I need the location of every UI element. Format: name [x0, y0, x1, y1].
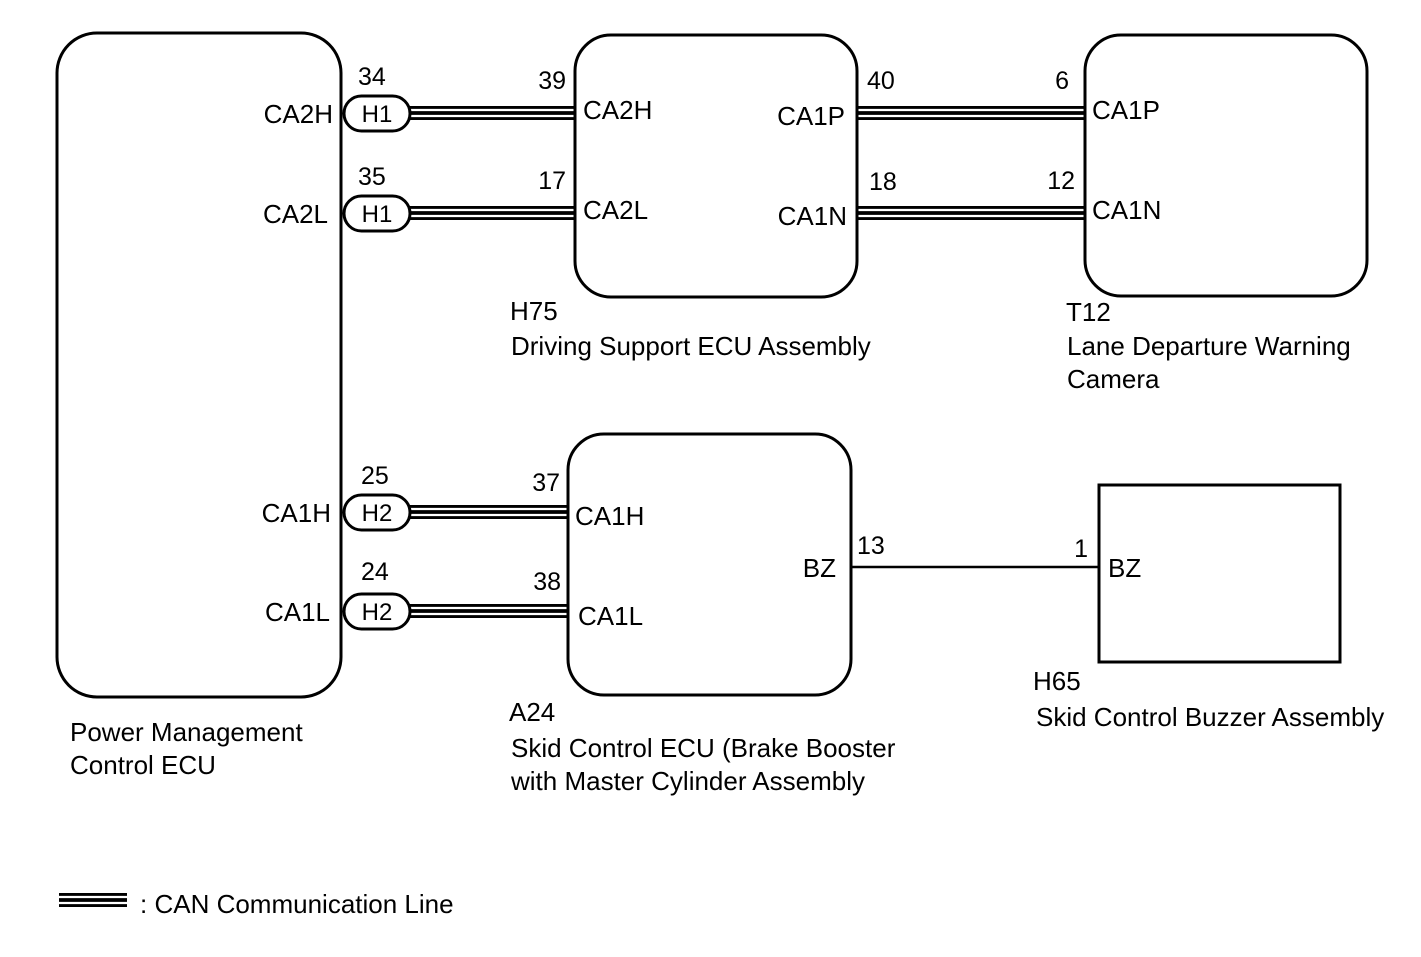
pin-number: 24: [361, 558, 389, 586]
can-line-ca2h-pmc-dsecu: [408, 106, 575, 120]
connector-label: H1: [362, 101, 393, 128]
ldw-pin-ca1p: CA1P: [1092, 95, 1160, 125]
dsecu-name: Driving Support ECU Assembly: [511, 331, 871, 361]
pin-number: 37: [532, 469, 560, 497]
dsecu-pin-ca2h: CA2H: [583, 95, 652, 125]
ldw-code: T12: [1066, 297, 1111, 327]
connector-h1-ca2h: H1: [342, 94, 412, 133]
pmc-pin-ca1h: CA1H: [262, 498, 331, 528]
pin-number: 18: [869, 168, 897, 196]
pin-number: 38: [533, 568, 561, 596]
connector-h2-ca1l: H2: [342, 592, 412, 631]
power-management-ecu-box: [55, 31, 343, 699]
ldw-pin-ca1n: CA1N: [1092, 195, 1161, 225]
dsecu-pin-ca2l: CA2L: [583, 195, 648, 225]
skid-pin-bz: BZ: [803, 553, 836, 583]
skid-pin-ca1l: CA1L: [578, 601, 643, 631]
dsecu-pin-ca1p: CA1P: [777, 101, 845, 131]
can-line-ca1p-dsecu-ldw: [857, 106, 1085, 120]
connector-label: H1: [362, 201, 393, 228]
legend-can-line-symbol: [59, 893, 127, 907]
pin-number: 25: [361, 462, 389, 490]
pmc-name-line1: Power Management: [70, 717, 303, 747]
skid-name-line2: with Master Cylinder Assembly: [510, 766, 865, 796]
pin-number: 6: [1055, 67, 1069, 95]
can-line-ca1l-pmc-skid: [408, 604, 568, 618]
pin-number: 35: [358, 163, 386, 191]
pmc-pin-ca1l: CA1L: [265, 597, 330, 627]
legend-text: : CAN Communication Line: [140, 889, 454, 919]
buzzer-pin-bz: BZ: [1108, 553, 1141, 583]
pin-number: 34: [358, 63, 386, 91]
buzzer-name: Skid Control Buzzer Assembly: [1036, 702, 1384, 732]
lane-departure-camera-box: [1083, 33, 1369, 298]
pin-number: 13: [857, 532, 885, 560]
connector-label: H2: [362, 500, 393, 527]
driving-support-ecu-box: [573, 33, 859, 299]
dsecu-pin-ca1n: CA1N: [778, 201, 847, 231]
skid-code: A24: [509, 697, 555, 727]
pin-number: 40: [867, 67, 895, 95]
can-line-ca1n-dsecu-ldw: [857, 206, 1085, 220]
ldw-name-line1: Lane Departure Warning: [1067, 331, 1351, 361]
can-line-ca2l-pmc-dsecu: [408, 206, 575, 220]
ldw-name-line2: Camera: [1067, 364, 1160, 394]
connector-label: H2: [362, 599, 393, 626]
skid-name-line1: Skid Control ECU (Brake Booster: [511, 733, 896, 763]
buzzer-code: H65: [1033, 666, 1081, 696]
pin-number: 12: [1047, 167, 1075, 195]
skid-control-buzzer-box: [1097, 483, 1342, 664]
pin-number: 39: [538, 67, 566, 95]
pmc-pin-ca2l: CA2L: [263, 199, 328, 229]
pmc-name-line2: Control ECU: [70, 750, 216, 780]
connector-h1-ca2l: H1: [342, 194, 412, 233]
pin-number: 17: [538, 167, 566, 195]
skid-pin-ca1h: CA1H: [575, 501, 644, 531]
can-line-ca1h-pmc-skid: [408, 505, 568, 519]
skid-control-ecu-box: [566, 432, 853, 697]
connector-h2-ca1h: H2: [342, 493, 412, 532]
dsecu-code: H75: [510, 296, 558, 326]
pin-number: 1: [1074, 535, 1088, 563]
pmc-pin-ca2h: CA2H: [264, 99, 333, 129]
